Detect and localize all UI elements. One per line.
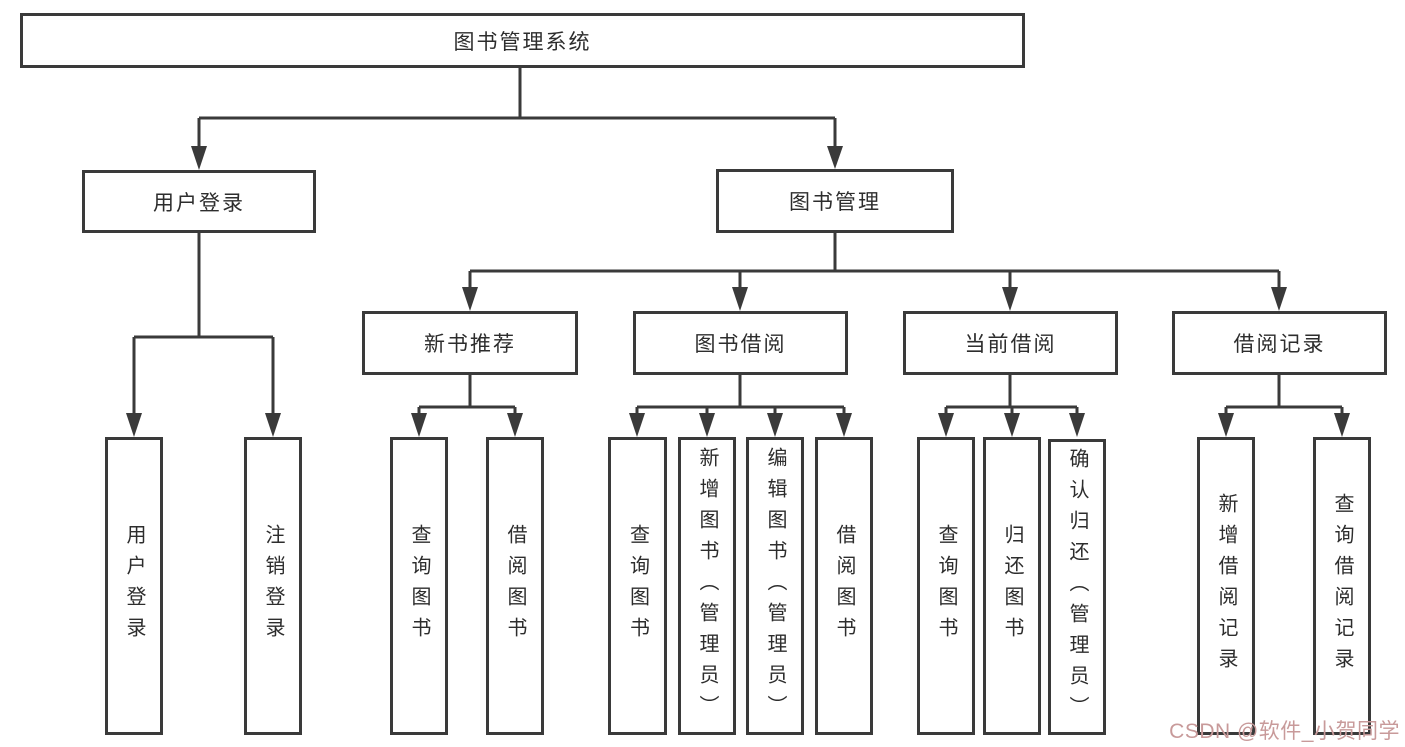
leaf-label: 查询借阅记录	[1331, 493, 1353, 679]
arrow-down-icon	[126, 413, 142, 437]
node-leaf-user-login: 用户登录	[105, 437, 163, 735]
leaf-label: 查询图书	[408, 524, 430, 648]
arrow-down-icon	[1069, 413, 1085, 437]
connector-book-mgmt-to-level3	[462, 233, 1287, 311]
leaf-label: 新增借阅记录	[1215, 493, 1237, 679]
arrow-down-icon	[629, 413, 645, 437]
node-leaf-nb-borrow-book: 借阅图书	[486, 437, 544, 735]
node-root-system: 图书管理系统	[20, 13, 1025, 68]
arrow-down-icon	[507, 413, 523, 437]
leaf-label: 编辑图书（管理员）	[764, 446, 786, 726]
node-current-borrow: 当前借阅	[903, 311, 1118, 375]
connector-root-to-level2	[191, 68, 843, 170]
leaf-label: 借阅图书	[504, 524, 526, 648]
node-book-mgmt: 图书管理	[716, 169, 954, 233]
arrow-down-icon	[699, 413, 715, 437]
node-leaf-br-add-record: 新增借阅记录	[1197, 437, 1255, 735]
leaf-label: 确认归还（管理员）	[1066, 447, 1088, 727]
arrow-down-icon	[767, 413, 783, 437]
node-leaf-br-query-record: 查询借阅记录	[1313, 437, 1371, 735]
arrow-down-icon	[462, 287, 478, 311]
arrow-down-icon	[191, 146, 207, 170]
arrow-down-icon	[411, 413, 427, 437]
node-leaf-bb-borrow-book: 借阅图书	[815, 437, 873, 735]
connector-user-login-group	[126, 233, 281, 437]
leaf-label: 借阅图书	[833, 524, 855, 648]
leaf-label: 查询图书	[626, 524, 649, 648]
node-leaf-nb-query-book: 查询图书	[390, 437, 448, 735]
node-book-borrow: 图书借阅	[633, 311, 848, 375]
arrow-down-icon	[732, 287, 748, 311]
arrow-down-icon	[1004, 413, 1020, 437]
node-leaf-logout: 注销登录	[244, 437, 302, 735]
arrow-down-icon	[836, 413, 852, 437]
leaf-label: 用户登录	[123, 524, 145, 648]
connector-new-book-group	[411, 375, 523, 437]
arrow-down-icon	[938, 413, 954, 437]
node-leaf-bb-query-book: 查询图书	[608, 437, 667, 735]
node-leaf-bb-edit-book-admin: 编辑图书（管理员）	[746, 437, 804, 735]
node-borrow-record: 借阅记录	[1172, 311, 1387, 375]
connector-borrow-record-group	[1218, 375, 1350, 437]
node-leaf-cb-confirm-return-admin: 确认归还（管理员）	[1048, 439, 1106, 735]
arrow-down-icon	[1271, 287, 1287, 311]
node-leaf-cb-return-book: 归还图书	[983, 437, 1041, 735]
arrow-down-icon	[1002, 287, 1018, 311]
leaf-label: 查询图书	[935, 524, 957, 648]
node-user-login: 用户登录	[82, 170, 316, 233]
node-leaf-bb-add-book-admin: 新增图书（管理员）	[678, 437, 736, 735]
node-leaf-cb-query-book: 查询图书	[917, 437, 975, 735]
node-new-book-rec: 新书推荐	[362, 311, 578, 375]
leaf-label: 新增图书（管理员）	[696, 446, 718, 726]
connector-book-borrow-group	[629, 375, 852, 437]
arrow-down-icon	[1218, 413, 1234, 437]
arrow-down-icon	[1334, 413, 1350, 437]
leaf-label: 归还图书	[1001, 524, 1023, 648]
connector-current-borrow-group	[938, 375, 1085, 437]
leaf-label: 注销登录	[262, 524, 284, 648]
arrow-down-icon	[827, 146, 843, 169]
arrow-down-icon	[265, 413, 281, 437]
